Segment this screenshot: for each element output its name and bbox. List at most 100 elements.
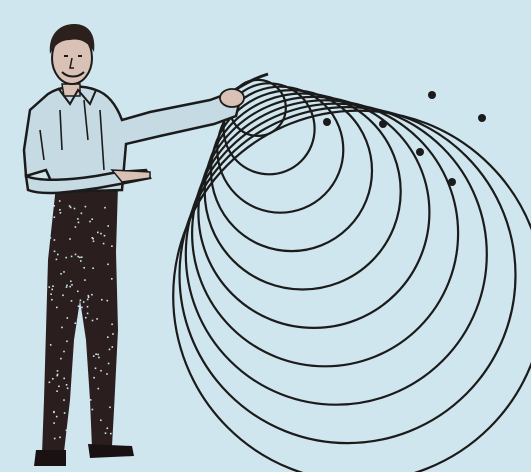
speckle <box>88 296 90 298</box>
speckle <box>69 205 71 207</box>
speckle <box>111 278 113 280</box>
speckle <box>88 295 90 297</box>
speckle <box>70 207 72 209</box>
speckle <box>100 420 102 422</box>
speckle <box>85 317 87 319</box>
speckle <box>91 218 93 220</box>
speckle <box>66 286 68 288</box>
speckle <box>83 267 85 269</box>
speckle <box>87 299 89 301</box>
speckle <box>75 226 77 228</box>
speckle <box>53 422 55 424</box>
speckle <box>54 438 56 440</box>
holding-hand <box>220 89 244 107</box>
speckle <box>57 254 59 256</box>
speckle <box>80 335 82 337</box>
speckle <box>60 273 62 275</box>
speckle <box>50 293 52 295</box>
speckle <box>53 205 55 207</box>
speckle <box>106 373 108 375</box>
speckle <box>80 260 82 262</box>
speckle <box>77 322 79 324</box>
ring-dot <box>416 148 424 156</box>
speckle <box>78 222 80 224</box>
speckle <box>56 307 58 309</box>
speckle <box>50 344 52 346</box>
speckle <box>95 353 97 355</box>
speckle <box>93 241 95 243</box>
speckle <box>109 349 111 351</box>
speckle <box>92 320 94 322</box>
left-shoe <box>34 450 66 466</box>
speckle <box>69 286 71 288</box>
speckle <box>97 232 99 234</box>
speckle <box>90 399 92 401</box>
ring-dot <box>448 178 456 186</box>
speckle <box>67 388 69 390</box>
speckle <box>107 428 109 430</box>
speckle <box>54 216 56 218</box>
speckle <box>93 355 95 357</box>
speckle <box>107 336 109 338</box>
speckle <box>107 264 109 266</box>
speckle <box>74 208 76 210</box>
speckle <box>84 279 86 281</box>
speckle <box>104 235 106 237</box>
speckle <box>63 378 65 380</box>
speckle <box>109 407 111 409</box>
speckle <box>95 368 97 370</box>
speckle <box>70 423 72 425</box>
speckle <box>71 256 73 258</box>
speckle <box>100 370 102 372</box>
speckle <box>56 390 58 392</box>
speckle <box>81 369 83 371</box>
speckle <box>75 322 77 324</box>
right-shoe <box>88 444 134 458</box>
speckle <box>56 259 58 261</box>
speckle <box>83 301 85 303</box>
speckle <box>63 399 65 401</box>
speckle <box>112 333 114 335</box>
speckle <box>81 256 83 258</box>
speckle <box>51 289 53 291</box>
speckle <box>64 412 66 414</box>
speckle <box>60 358 62 360</box>
speckle <box>84 418 86 420</box>
speckle <box>77 218 79 220</box>
ring-dot <box>323 118 331 126</box>
speckle <box>59 200 61 202</box>
speckle <box>66 285 68 287</box>
speckle <box>87 432 89 434</box>
speckle <box>52 378 54 380</box>
speckle <box>60 212 62 214</box>
speckle <box>77 319 79 321</box>
speckle <box>97 354 99 356</box>
ring-dot <box>379 120 387 128</box>
speckle <box>78 409 80 411</box>
speckle <box>98 388 100 390</box>
speckle <box>70 281 72 283</box>
speckle <box>92 409 94 411</box>
speckle <box>50 237 52 239</box>
speckle <box>66 430 68 432</box>
speckle <box>57 374 59 376</box>
speckle <box>83 399 85 401</box>
speckle <box>79 257 81 259</box>
speckle <box>63 271 65 273</box>
speckle <box>110 433 112 435</box>
speckle <box>79 438 81 440</box>
speckle <box>71 300 73 302</box>
speckle <box>57 370 59 372</box>
speckle <box>81 307 83 309</box>
speckle <box>89 221 91 223</box>
speckle <box>87 313 89 315</box>
speckle <box>92 267 94 269</box>
speckle <box>92 237 94 239</box>
speckle <box>68 418 70 420</box>
speckle <box>81 213 83 215</box>
speckle <box>100 233 102 235</box>
ring-dot <box>428 91 436 99</box>
speckle <box>111 245 113 247</box>
speckle <box>80 300 82 302</box>
